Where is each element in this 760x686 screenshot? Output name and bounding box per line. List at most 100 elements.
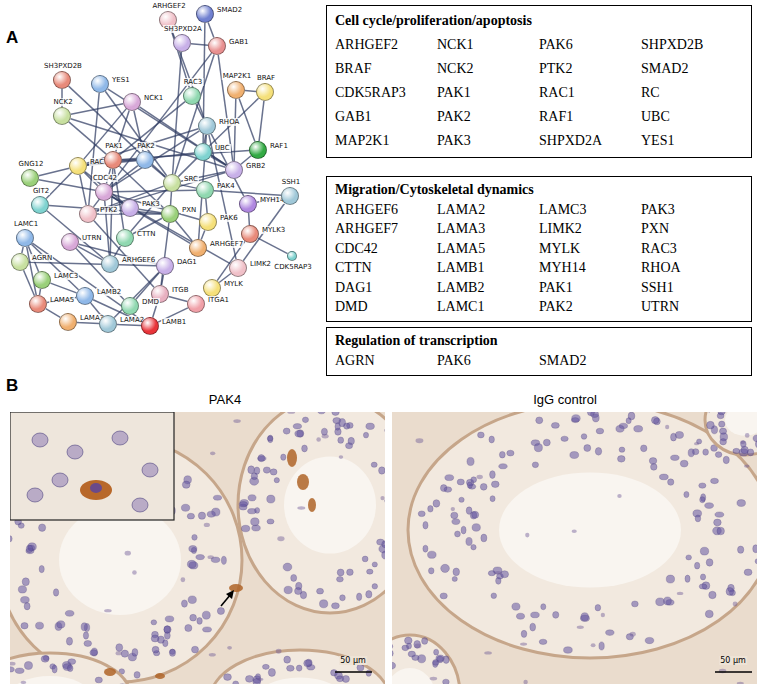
nucleus bbox=[163, 640, 168, 647]
tubule-lumen bbox=[499, 472, 681, 587]
nucleus bbox=[95, 677, 102, 683]
nucleus bbox=[489, 436, 494, 443]
nucleus bbox=[267, 495, 275, 503]
gene-name: PAK2 bbox=[437, 105, 539, 129]
nucleus bbox=[372, 562, 377, 567]
arrow-head bbox=[226, 590, 234, 599]
nucleus bbox=[753, 545, 757, 553]
nucleus bbox=[221, 556, 226, 564]
gene-name: SSH1 bbox=[641, 278, 743, 298]
protein-label: PAK3 bbox=[141, 200, 161, 208]
nucleus bbox=[207, 511, 215, 517]
tubule-lumen bbox=[59, 505, 181, 615]
nucleus bbox=[198, 512, 205, 519]
network-edge bbox=[50, 283, 76, 293]
nucleus bbox=[680, 460, 688, 467]
nucleus bbox=[632, 601, 639, 607]
nucleus bbox=[584, 445, 591, 452]
nucleus bbox=[709, 591, 716, 598]
gene-name: NCK2 bbox=[437, 57, 539, 81]
protein-label: PTK2 bbox=[99, 206, 119, 214]
network-edge bbox=[31, 244, 78, 289]
nucleus bbox=[706, 559, 713, 566]
nucleus bbox=[452, 519, 460, 525]
nucleus bbox=[707, 412, 712, 413]
nucleus bbox=[422, 638, 428, 645]
nucleus bbox=[484, 651, 492, 654]
nucleus bbox=[39, 565, 44, 572]
protein-node: RHOA bbox=[198, 117, 216, 135]
nucleus bbox=[428, 568, 434, 574]
gene-name: UTRN bbox=[641, 297, 743, 317]
nucleus bbox=[270, 469, 277, 475]
nucleus bbox=[380, 496, 384, 500]
protein-label: PAK6 bbox=[219, 214, 239, 222]
nucleus bbox=[336, 676, 343, 682]
gene-name: SMAD2 bbox=[641, 57, 743, 81]
nucleus bbox=[685, 575, 690, 582]
nucleus bbox=[719, 428, 726, 434]
nucleus bbox=[539, 639, 547, 644]
nucleus bbox=[66, 637, 72, 645]
nucleus bbox=[267, 519, 274, 524]
nucleus bbox=[466, 537, 472, 545]
gene-name: CDC42 bbox=[335, 239, 437, 259]
nucleus bbox=[142, 463, 158, 477]
nucleus bbox=[181, 504, 189, 511]
nucleus bbox=[656, 598, 665, 606]
protein-label: CTTN bbox=[136, 230, 157, 238]
nucleus bbox=[700, 497, 705, 503]
gene-name: UBC bbox=[641, 105, 743, 129]
protein-node: GIT2 bbox=[31, 196, 49, 214]
nucleus bbox=[245, 675, 253, 682]
nucleus bbox=[297, 506, 305, 509]
nucleus bbox=[258, 455, 265, 462]
nucleus bbox=[21, 623, 28, 629]
nucleus bbox=[406, 643, 411, 649]
nucleus bbox=[617, 494, 621, 498]
nucleus bbox=[595, 604, 601, 610]
nucleus bbox=[366, 591, 372, 598]
gene-name: MYH14 bbox=[539, 258, 641, 278]
protein-label: ARHGEF6 bbox=[121, 256, 156, 264]
nucleus bbox=[493, 567, 502, 574]
nucleus bbox=[694, 562, 699, 569]
nucleus bbox=[717, 527, 725, 535]
gene-name: PAK1 bbox=[437, 81, 539, 105]
network-edge bbox=[258, 238, 288, 254]
network-edge bbox=[259, 101, 264, 141]
gene-name: PXN bbox=[641, 219, 743, 239]
nucleus bbox=[452, 576, 457, 581]
nucleus bbox=[490, 471, 496, 479]
nucleus bbox=[239, 502, 247, 507]
nucleus bbox=[317, 412, 325, 414]
nucleus bbox=[520, 642, 527, 645]
nucleus bbox=[707, 421, 715, 429]
nucleus bbox=[436, 655, 444, 661]
nucleus bbox=[151, 635, 159, 642]
nucleus bbox=[700, 547, 708, 555]
protein-node: SSH1 bbox=[281, 187, 299, 205]
nucleus bbox=[363, 432, 368, 438]
protein-node: LAMA3 bbox=[59, 313, 77, 331]
protein-node: LIMK2 bbox=[229, 259, 247, 277]
gene-name: DMD bbox=[335, 297, 437, 317]
category-heading: Migration/Cytoskeletal dynamics bbox=[335, 180, 743, 200]
nucleus bbox=[671, 455, 680, 460]
nucleus bbox=[192, 534, 197, 540]
nucleus bbox=[705, 503, 714, 509]
protein-label: SMAD2 bbox=[216, 6, 243, 14]
nucleus bbox=[251, 518, 259, 526]
nucleus bbox=[224, 674, 232, 681]
protein-node: PTK2 bbox=[79, 205, 97, 223]
nucleus bbox=[467, 482, 472, 488]
protein-label: LAMA5 bbox=[49, 296, 75, 304]
nucleus bbox=[39, 524, 46, 531]
nucleus bbox=[32, 433, 48, 447]
nucleus bbox=[291, 574, 297, 581]
tubule bbox=[408, 412, 757, 658]
micrograph bbox=[10, 412, 385, 684]
nucleus bbox=[257, 678, 263, 681]
protein-node: GNG12 bbox=[21, 169, 39, 187]
nucleus bbox=[472, 524, 480, 532]
